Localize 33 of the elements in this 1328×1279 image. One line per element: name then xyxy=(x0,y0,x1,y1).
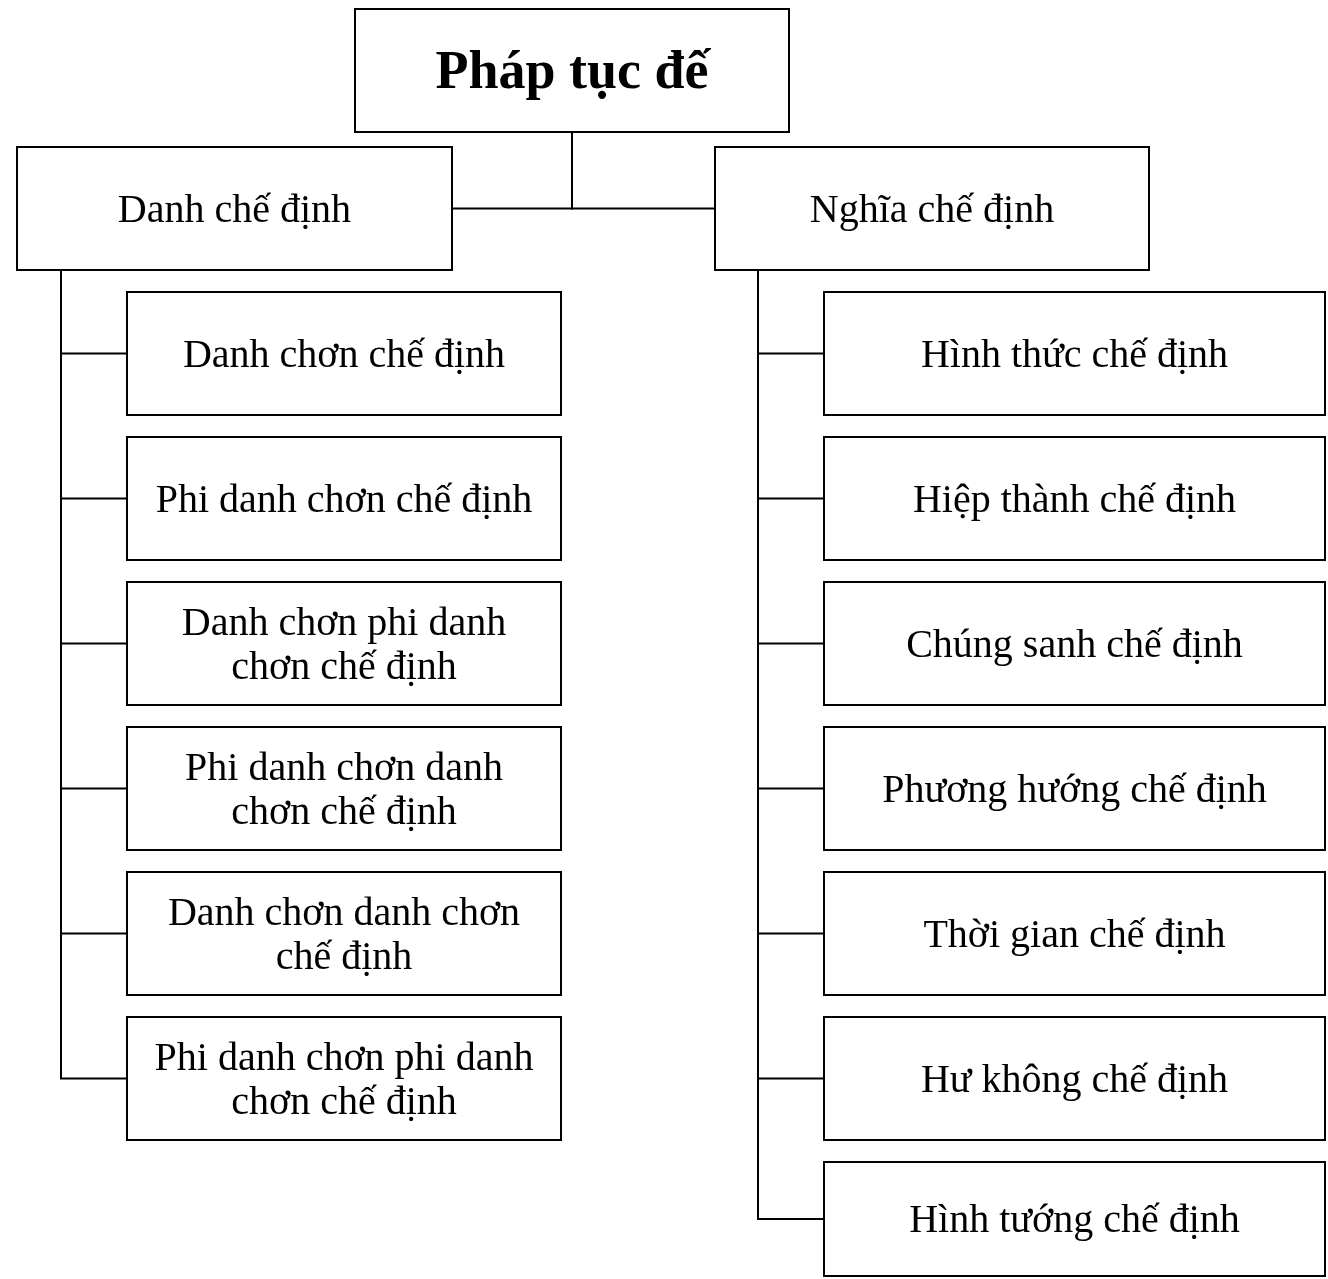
box-label: Danh chế định xyxy=(117,186,352,231)
box-label: Thời gian chế định xyxy=(923,911,1226,956)
box-label: Chúng sanh chế định xyxy=(906,621,1243,666)
box-label: Phi danh chơn danh chơn chế định xyxy=(184,744,504,833)
box-label: Pháp tục đế xyxy=(435,38,709,102)
category-box xyxy=(823,436,1326,561)
category-box xyxy=(16,146,453,271)
category-box xyxy=(823,581,1326,706)
category-box xyxy=(126,871,562,996)
box-label: Danh chơn danh chơn chế định xyxy=(166,889,522,978)
box-label: Danh chơn phi danh chơn chế định xyxy=(180,599,508,688)
category-box xyxy=(823,1016,1326,1141)
box-label: Danh chơn chế định xyxy=(182,331,506,376)
box-label: Nghĩa chế định xyxy=(809,186,1055,231)
category-box xyxy=(714,146,1150,271)
box-label: Hình thức chế định xyxy=(920,331,1229,376)
box-label: Phương hướng chế định xyxy=(882,766,1267,811)
connector-line xyxy=(571,132,715,210)
box-label: Hình tướng chế định xyxy=(909,1197,1240,1241)
box-label: Hiệp thành chế định xyxy=(912,476,1237,521)
category-box xyxy=(823,291,1326,416)
box-label: Phi danh chơn phi danh chơn chế định xyxy=(153,1034,535,1123)
category-box xyxy=(823,726,1326,851)
category-box xyxy=(126,1016,562,1141)
box-label: Hư không chế định xyxy=(920,1056,1229,1101)
category-box xyxy=(126,291,562,416)
category-box xyxy=(126,726,562,851)
title-box xyxy=(354,8,790,133)
category-box xyxy=(126,581,562,706)
category-box xyxy=(126,436,562,561)
category-box xyxy=(823,1161,1326,1277)
box-label: Phi danh chơn chế định xyxy=(155,476,533,521)
category-box xyxy=(823,871,1326,996)
